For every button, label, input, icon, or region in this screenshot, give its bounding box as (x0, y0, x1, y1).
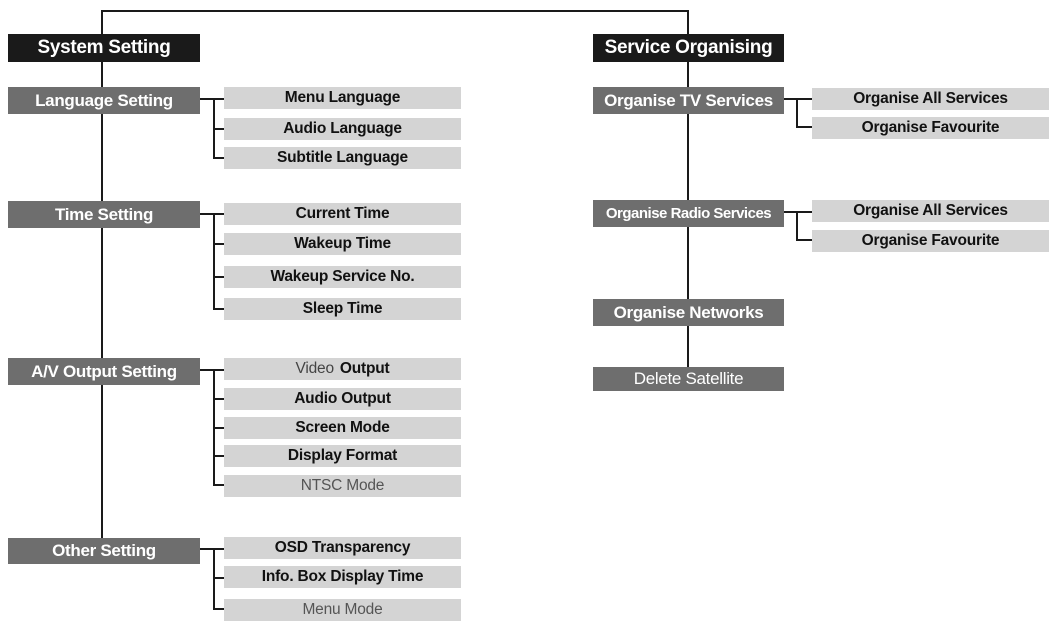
av-tick (213, 455, 225, 457)
radio-branch (796, 211, 798, 241)
language-tick (213, 128, 225, 130)
audio-language-item[interactable]: Audio Language (224, 118, 461, 140)
service-trunk (687, 10, 689, 368)
osd-transparency-item[interactable]: OSD Transparency (224, 537, 461, 559)
subtitle-language-item[interactable]: Subtitle Language (224, 147, 461, 169)
display-format-item[interactable]: Display Format (224, 445, 461, 467)
tv-tick (796, 126, 812, 128)
wakeup-time-item[interactable]: Wakeup Time (224, 233, 461, 255)
menu-mode-item[interactable]: Menu Mode (224, 599, 461, 621)
radio-organise-favourite-item[interactable]: Organise Favourite (812, 230, 1049, 252)
audio-output-item[interactable]: Audio Output (224, 388, 461, 410)
screen-mode-item[interactable]: Screen Mode (224, 417, 461, 439)
tv-organise-all-services-item[interactable]: Organise All Services (812, 88, 1049, 110)
time-tick (213, 243, 225, 245)
language-tick (213, 157, 225, 159)
video-output-suffix: Output (339, 360, 390, 377)
menu-language-item[interactable]: Menu Language (224, 87, 461, 109)
tv-branch (796, 98, 798, 128)
other-connector (200, 548, 225, 550)
wakeup-service-no-item[interactable]: Wakeup Service No. (224, 266, 461, 288)
ntsc-mode-item[interactable]: NTSC Mode (224, 475, 461, 497)
time-tick (213, 276, 225, 278)
radio-tick (796, 239, 812, 241)
video-output-item[interactable]: Video Output (224, 358, 461, 380)
av-tick (213, 398, 225, 400)
other-tick (213, 577, 225, 579)
system-trunk (101, 10, 103, 538)
time-connector (200, 213, 225, 215)
language-connector (200, 98, 225, 100)
other-tick (213, 608, 225, 610)
other-setting-node[interactable]: Other Setting (8, 538, 200, 564)
other-branch (213, 548, 215, 610)
time-setting-node[interactable]: Time Setting (8, 201, 200, 228)
organise-tv-services-node[interactable]: Organise TV Services (593, 87, 784, 114)
organise-radio-services-node[interactable]: Organise Radio Services (593, 200, 784, 227)
language-setting-node[interactable]: Language Setting (8, 87, 200, 114)
av-tick (213, 427, 225, 429)
organise-networks-node[interactable]: Organise Networks (593, 299, 784, 326)
time-branch (213, 213, 215, 310)
av-tick (213, 484, 225, 486)
service-organising-header[interactable]: Service Organising (593, 34, 784, 62)
video-output-prefix: Video (295, 360, 335, 377)
radio-organise-all-services-item[interactable]: Organise All Services (812, 200, 1049, 222)
tv-organise-favourite-item[interactable]: Organise Favourite (812, 117, 1049, 139)
av-connector (200, 369, 225, 371)
time-tick (213, 308, 225, 310)
system-setting-header[interactable]: System Setting (8, 34, 200, 62)
info-box-display-time-item[interactable]: Info. Box Display Time (224, 566, 461, 588)
delete-satellite-node[interactable]: Delete Satellite (593, 367, 784, 391)
sleep-time-item[interactable]: Sleep Time (224, 298, 461, 320)
av-output-setting-node[interactable]: A/V Output Setting (8, 358, 200, 385)
current-time-item[interactable]: Current Time (224, 203, 461, 225)
top-connector (101, 10, 689, 12)
